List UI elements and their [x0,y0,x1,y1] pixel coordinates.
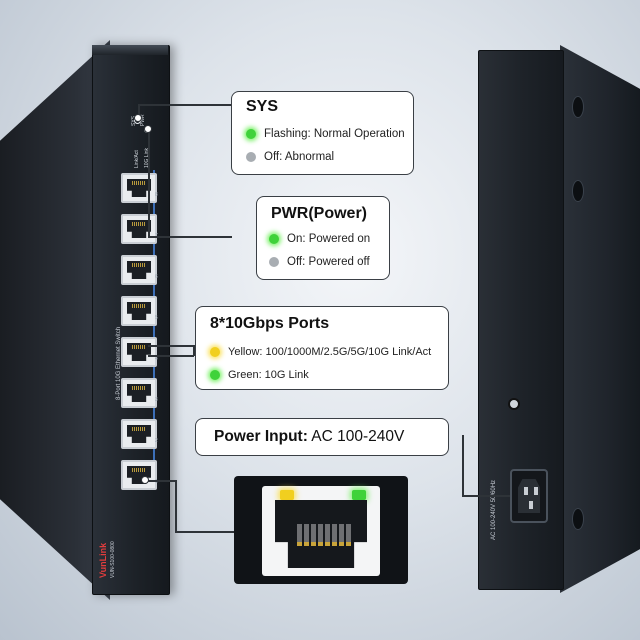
port-stripe [153,170,155,490]
pwr-title: PWR(Power) [271,205,367,222]
port-pin [346,524,351,546]
ethernet-port-4 [121,337,157,367]
sys-row-normal: Flashing: Normal Operation [246,128,405,140]
sys-callout: SYS Flashing: Normal Operation Off: Abno… [231,91,414,175]
power-input-title: Power Input: AC 100-240V [214,428,404,446]
screw-icon [572,508,584,530]
link-act-label: Link/Act [134,150,140,168]
power-input-bold: Power Input: [214,428,308,445]
sys-abnormal-text: Off: Abnormal [264,151,335,163]
ac-rating-label: AC 100-240V 50/60Hz [491,479,497,540]
port-pin [339,524,344,546]
ports-row-yellow: Yellow: 100/1000M/2.5G/5G/10G Link/Act [210,346,431,358]
pwr-callout: PWR(Power) On: Powered on Off: Powered o… [256,196,390,280]
ports-yellow-text: Yellow: 100/1000M/2.5G/5G/10G Link/Act [228,346,432,358]
port-pin [332,524,337,546]
port-pin [304,524,309,546]
ports-callout: 8*10Gbps Ports Yellow: 100/1000M/2.5G/5G… [195,306,449,390]
ethernet-port-3 [121,378,157,408]
pwr-row-off: Off: Powered off [269,256,370,268]
ports-row-green: Green: 10G Link [210,369,309,381]
ports-title: 8*10Gbps Ports [210,315,330,332]
green-led-icon [269,234,279,244]
port-pin [318,524,323,546]
pwr-off-text: Off: Powered off [287,256,370,268]
port-number: 1 [155,479,158,485]
sys-row-abnormal: Off: Abnormal [246,151,334,163]
power-socket-icon [510,469,548,523]
screw-icon [572,180,584,202]
front-device-side [0,40,110,600]
port-pin [297,524,302,546]
green-led-icon [352,490,366,500]
gray-led-icon [269,257,279,267]
rear-device-side [560,45,640,593]
port-pin [311,524,316,546]
port-number: 5 [155,315,158,321]
pwr-on-text: On: Powered on [287,233,371,245]
port-number: 6 [155,274,158,280]
power-input-value: AC 100-240V [307,428,405,445]
ethernet-port-7 [121,214,157,244]
ports-green-text: Green: 10G Link [228,369,309,381]
ethernet-port-8 [121,173,157,203]
ethernet-port-5 [121,296,157,326]
yellow-led-icon [280,490,294,500]
port-number: 8 [155,192,158,198]
ethernet-port-6 [121,255,157,285]
port-pin [325,524,330,546]
ground-screw-icon [508,398,520,410]
ethernet-port-2 [121,419,157,449]
sys-title: SYS [246,98,279,115]
device-description: 8-Port 10G Ethernet Switch [116,326,122,400]
screw-icon [572,96,584,118]
pwr-row-on: On: Powered on [269,233,370,245]
port-number: 3 [155,397,158,403]
model-number: VUN-S100-0800 [110,541,116,578]
yellow-led-icon [210,347,220,357]
gray-led-icon [246,152,256,162]
brand-logo: VunLink [98,542,108,578]
green-led-icon [246,129,256,139]
green-led-icon [210,370,220,380]
port-number: 4 [155,356,158,362]
ethernet-port-1 [121,460,157,490]
sys-normal-text: Flashing: Normal Operation [264,128,405,140]
power-input-callout: Power Input: AC 100-240V [195,418,449,456]
front-device-top-edge [92,45,168,55]
port-number: 2 [155,438,158,444]
